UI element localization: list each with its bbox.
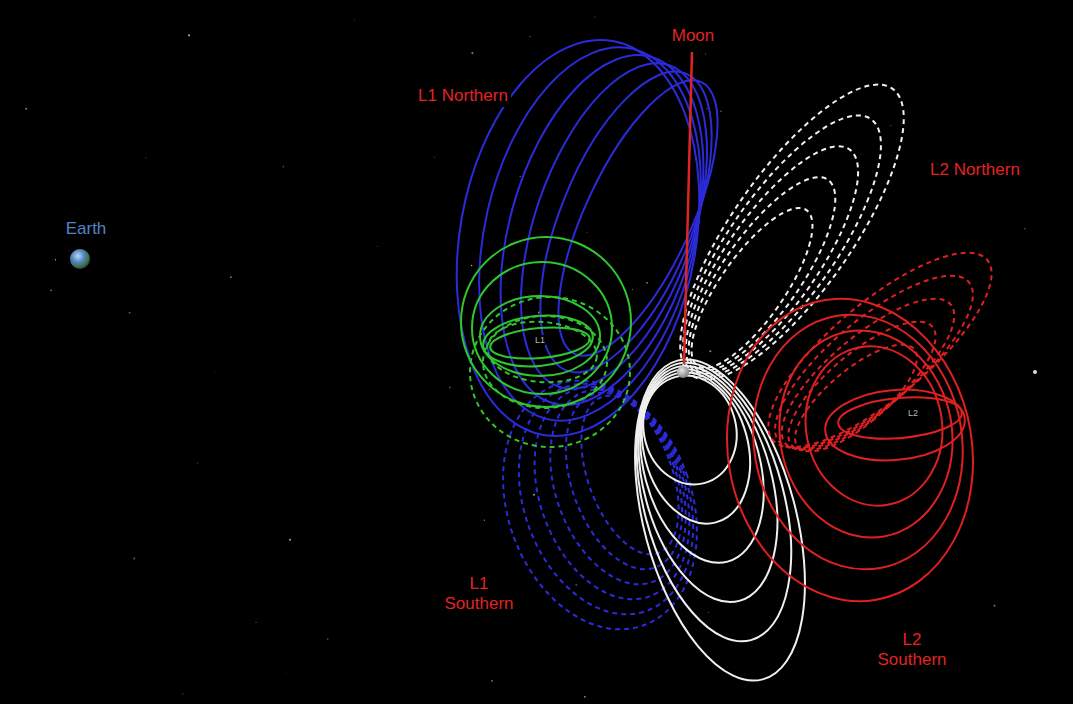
solid-orbit [505,49,747,395]
solid-orbit [480,296,600,376]
star-dot [1029,361,1031,363]
halo-orbits [427,21,1018,700]
star-dot [705,53,706,54]
solid-orbit [822,384,968,466]
star-dot [847,95,849,97]
dashed-orbit [770,302,953,471]
dashed-orbit [671,192,832,384]
star-dot [377,246,379,248]
star-dot [199,213,201,215]
dashed-orbit [751,249,996,474]
star-dot [959,399,961,401]
star-dot [25,108,27,110]
star-dot [68,249,70,251]
solid-orbit [836,393,963,444]
star-dot [489,389,491,391]
star-dot [449,387,451,389]
star-dot [646,282,648,284]
solid-orbit [763,317,969,552]
star-dot [720,110,721,111]
star-dot [586,232,588,234]
star-field [25,16,1030,697]
solid-orbit [481,311,595,370]
star-dot [575,584,577,586]
solid-orbit [527,60,750,377]
dashed-orbit [485,317,600,386]
dashed-orbit [742,223,1018,477]
star-dot [709,350,711,352]
star-dot [214,371,215,372]
dashed-orbit [507,365,718,621]
body-label: Moon [669,25,718,47]
solid-orbit [604,341,836,699]
star-dot [285,673,287,675]
solid-orbit [793,335,955,516]
star-dot [133,557,135,559]
family-label: L1 Northern [415,85,511,107]
star-dot [145,157,146,158]
star-dot [180,25,182,27]
star-dot [434,157,435,158]
body-label: Earth [63,218,110,240]
solid-orbit [733,298,982,586]
star-dot [484,520,485,521]
earth-globe [70,249,90,269]
star-dot [520,176,521,177]
solid-orbit [461,237,631,407]
star-dot [282,166,284,168]
dashed-orbit [657,123,887,397]
star-dot [1033,370,1037,374]
star-dot [1024,228,1025,229]
star-dot [512,291,514,293]
star-dot [354,19,356,21]
dashed-orbit [544,377,705,585]
star-dot [475,356,477,358]
star-dot [706,108,708,110]
star-dot [471,265,472,266]
star-dot [584,696,586,698]
star-dot [632,289,633,290]
star-dot [471,52,473,54]
star-dot [182,693,183,694]
star-dot [230,276,232,278]
star-dot [530,36,531,37]
star-dot [890,125,891,126]
moon-globe [677,366,689,378]
star-dot [129,312,131,314]
family-label: L2 Southern [864,629,960,672]
solid-orbit [615,351,801,618]
star-dot [994,605,996,607]
star-dot [188,34,190,36]
star-dot [255,622,256,623]
moon-leader-line [684,52,692,364]
star-dot [82,619,84,621]
star-dot [289,539,291,541]
star-dot [566,296,568,298]
dashed-orbit [562,383,698,568]
star-dot [50,289,52,291]
star-dot [708,611,710,613]
point-label: L1 [534,335,546,346]
star-dot [669,60,670,61]
star-dot [327,638,329,640]
dashed-orbit [470,297,630,447]
family-label: L1 Southern [431,573,527,616]
star-dot [55,259,56,260]
dashed-orbit [483,316,607,408]
star-dot [196,462,198,464]
solid-orbit [609,346,818,658]
family-label: L2 Northern [927,159,1023,181]
solid-orbit [472,262,612,394]
star-dot [594,16,595,17]
star-dot [533,494,535,496]
solid-orbit [626,360,766,536]
solid-orbit [703,279,996,621]
star-dot [491,680,493,682]
star-dot [525,394,527,396]
point-label: L2 [907,408,919,419]
